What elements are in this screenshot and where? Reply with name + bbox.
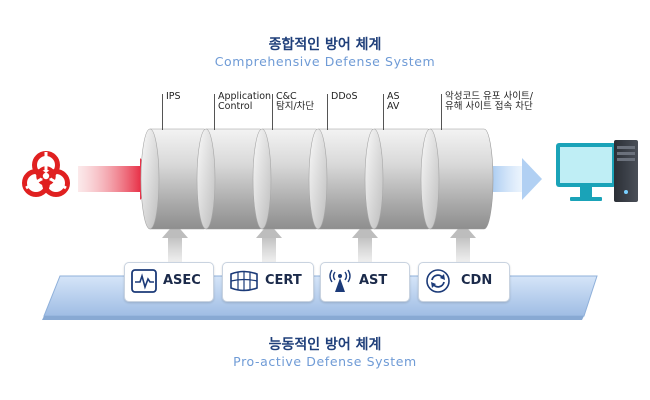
service-label: ASEC bbox=[163, 273, 201, 288]
leader-line bbox=[162, 94, 163, 130]
desktop-computer-icon bbox=[556, 140, 638, 202]
globe-grid-icon bbox=[230, 270, 258, 292]
service-badge-asec: ASEC bbox=[124, 262, 214, 302]
leader-line bbox=[272, 94, 273, 130]
bottom-title-korean: 능동적인 방어 체계 bbox=[268, 337, 382, 353]
layer-label-ddos: DDoS bbox=[331, 92, 357, 102]
layer-label-ips: IPS bbox=[166, 92, 181, 102]
layer-label-line: DDoS bbox=[331, 91, 358, 102]
antenna-tower-icon bbox=[329, 269, 351, 292]
layer-label-line: 유해 사이트 접속 차단 bbox=[445, 101, 533, 112]
defense-layer-discs bbox=[140, 128, 494, 230]
layer-label-line: Application bbox=[218, 91, 272, 102]
layer-disc bbox=[308, 128, 382, 230]
service-label: CDN bbox=[461, 273, 493, 288]
layer-disc bbox=[196, 128, 270, 230]
up-arrow bbox=[256, 223, 282, 262]
layer-label-line: 탐지/차단 bbox=[276, 101, 315, 112]
layer-label-malware-site-block: 악성코드 유포 사이트/ 유해 사이트 접속 차단 bbox=[445, 92, 533, 112]
top-title-korean: 종합적인 방어 체계 bbox=[268, 37, 382, 53]
layer-label-application-control: Application Control bbox=[218, 92, 271, 112]
leader-line bbox=[383, 94, 384, 130]
bottom-title-english: Pro-active Defense System bbox=[233, 354, 417, 369]
service-label: CERT bbox=[265, 273, 302, 288]
layer-label-line: C&C bbox=[276, 91, 297, 102]
layer-label-line: 악성코드 유포 사이트/ bbox=[445, 91, 533, 102]
top-title-english: Comprehensive Defense System bbox=[214, 54, 436, 69]
up-arrow bbox=[450, 223, 476, 262]
upward-arrows bbox=[162, 223, 476, 262]
outgoing-clean-arrow bbox=[488, 158, 542, 200]
up-arrow bbox=[352, 223, 378, 262]
heartbeat-monitor-icon bbox=[131, 269, 157, 293]
layer-label-line: AV bbox=[387, 101, 400, 112]
leader-line bbox=[327, 94, 328, 130]
layer-disc bbox=[252, 128, 326, 230]
sync-arrows-icon bbox=[426, 269, 450, 293]
up-arrow bbox=[162, 223, 188, 262]
layer-label-line: IPS bbox=[166, 91, 181, 102]
service-label: AST bbox=[359, 273, 388, 288]
layer-label-as-av: AS AV bbox=[387, 92, 400, 112]
biohazard-icon bbox=[22, 151, 70, 197]
service-badge-cert: CERT bbox=[222, 262, 314, 302]
layer-disc bbox=[420, 128, 494, 230]
service-badge-cdn: CDN bbox=[418, 262, 510, 302]
leader-line bbox=[214, 94, 215, 130]
layer-label-cnc: C&C 탐지/차단 bbox=[276, 92, 314, 112]
layer-label-line: AS bbox=[387, 91, 400, 102]
service-badge-ast: AST bbox=[320, 262, 410, 302]
leader-line bbox=[441, 94, 442, 130]
layer-label-line: Control bbox=[218, 101, 253, 112]
